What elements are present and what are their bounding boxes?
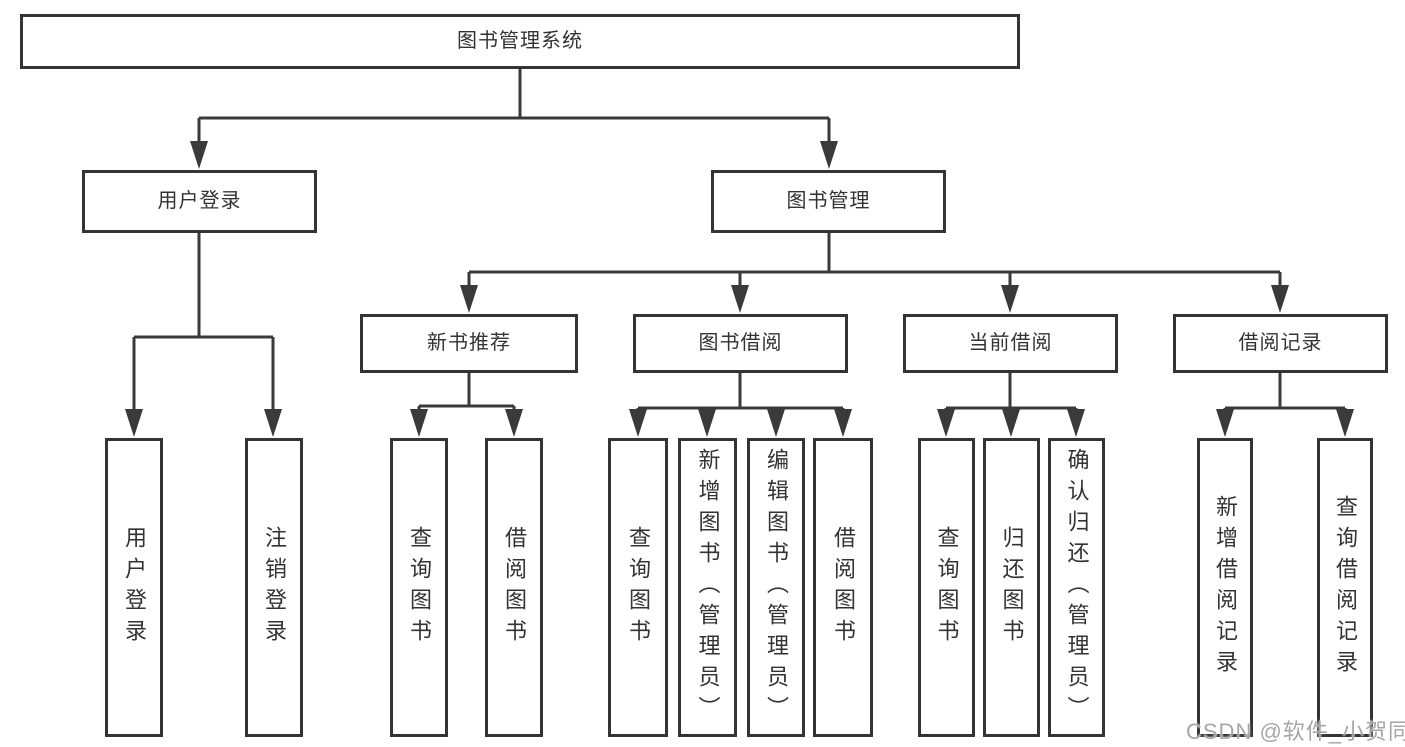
arrowhead <box>460 285 478 313</box>
arrowhead <box>1002 409 1020 437</box>
connector-lines <box>132 69 1347 418</box>
arrowhead <box>834 409 852 437</box>
leaf-logout: 注销登录 <box>245 438 303 737</box>
arrowhead <box>731 285 749 313</box>
connector-new-book-recommend <box>417 373 516 418</box>
node-user-login: 用户登录 <box>82 170 317 233</box>
connector-borrowing-records <box>1223 373 1347 418</box>
leaf-records-query: 查询借阅记录 <box>1317 438 1373 737</box>
connector-root <box>197 69 831 152</box>
node-current-borrowing: 当前借阅 <box>903 314 1118 373</box>
arrowhead <box>125 409 143 437</box>
arrowhead <box>1067 409 1085 437</box>
arrowhead <box>190 141 208 169</box>
arrowhead <box>937 409 955 437</box>
arrowhead <box>1001 285 1019 313</box>
leaf-borrowing-edit-admin: 编辑图书（管理员） <box>747 438 805 737</box>
arrowhead <box>820 141 838 169</box>
arrowhead <box>698 409 716 437</box>
connector-book-management <box>467 233 1282 293</box>
leaf-current-confirm-return-admin: 确认归还（管理员） <box>1048 438 1105 737</box>
leaf-new-books-borrow: 借阅图书 <box>485 438 543 737</box>
leaf-borrowing-query: 查询图书 <box>608 438 668 737</box>
arrowhead <box>767 409 785 437</box>
node-book-management: 图书管理 <box>711 170 946 233</box>
leaf-user-login: 用户登录 <box>105 438 163 737</box>
arrowhead <box>1336 409 1354 437</box>
node-new-book-recommend: 新书推荐 <box>360 314 578 373</box>
leaf-current-return: 归还图书 <box>983 438 1040 737</box>
arrowhead <box>264 409 282 437</box>
arrowhead <box>1271 285 1289 313</box>
leaf-new-books-query: 查询图书 <box>390 438 448 737</box>
node-book-borrowing: 图书借阅 <box>633 314 848 373</box>
connector-book-borrowing <box>636 373 845 418</box>
arrowhead <box>505 409 523 437</box>
connector-user-login <box>132 233 275 418</box>
leaf-borrowing-borrow: 借阅图书 <box>813 438 873 737</box>
watermark-csdn: CSDN @软件_小贺同学 <box>1186 719 1405 744</box>
leaf-current-query: 查询图书 <box>918 438 975 737</box>
leaf-borrowing-add-admin: 新增图书（管理员） <box>678 438 737 737</box>
leaf-records-add: 新增借阅记录 <box>1197 438 1253 737</box>
node-borrowing-records: 借阅记录 <box>1173 314 1388 373</box>
arrowhead <box>629 409 647 437</box>
arrowhead <box>410 409 428 437</box>
node-root: 图书管理系统 <box>20 14 1020 69</box>
connector-arrowheads <box>125 141 1354 437</box>
arrowhead <box>1216 409 1234 437</box>
